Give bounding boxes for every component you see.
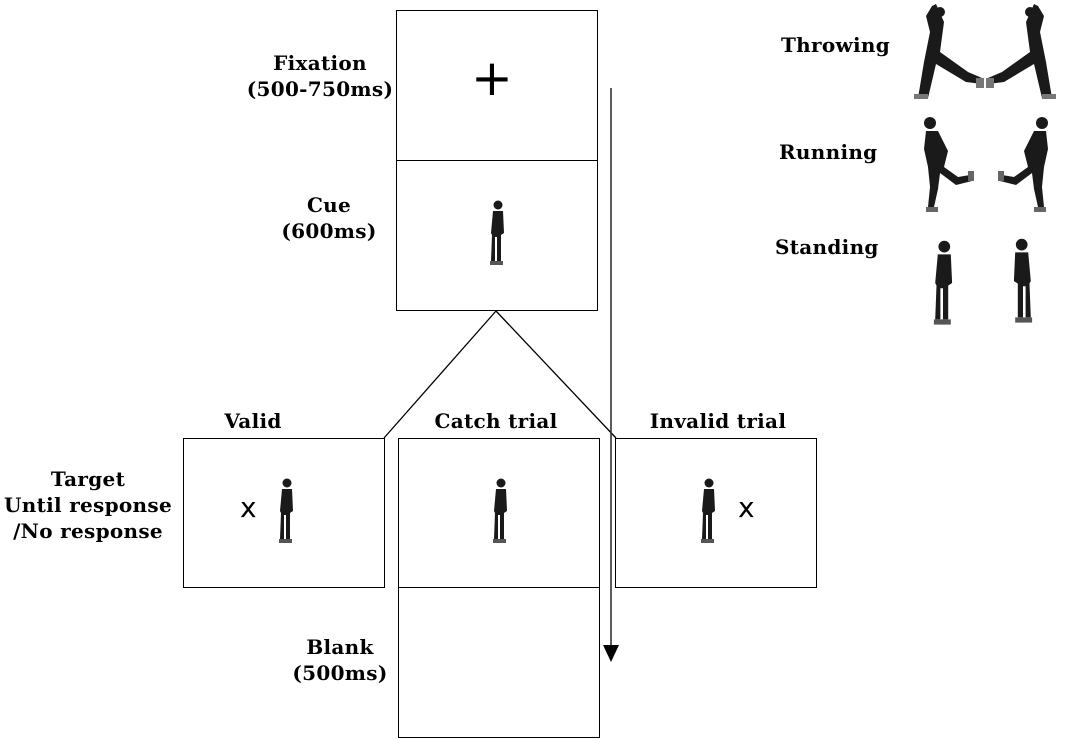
fixation-cross: + — [471, 49, 513, 107]
standing-person-icon — [701, 478, 715, 543]
standing-person-icon — [490, 200, 504, 265]
invalid-trial-label: Invalid trial — [649, 409, 787, 433]
standing-person-icon — [493, 478, 507, 543]
legend-running-label: Running — [779, 140, 878, 164]
valid-frame: x — [183, 438, 385, 588]
legend-throwing-label: Throwing — [781, 33, 891, 57]
cue-label: Cue (600ms) — [281, 193, 377, 243]
target-label: Target Until response /No response — [4, 467, 172, 543]
catch-trial-frame — [398, 438, 600, 588]
branch-line-valid — [383, 310, 497, 439]
fixation-label: Fixation (500-750ms) — [246, 51, 394, 101]
target-x-invalid: x — [738, 491, 755, 524]
cue-frame — [396, 160, 598, 311]
target-x-valid: x — [240, 491, 257, 524]
legend-standing-label: Standing — [775, 235, 879, 259]
throwing-person-icon — [986, 4, 1056, 99]
blank-frame — [398, 587, 600, 738]
standing-person-icon — [1013, 238, 1033, 323]
valid-label: Valid — [224, 409, 282, 433]
running-person-icon — [998, 117, 1048, 212]
catch-trial-label: Catch trial — [434, 409, 558, 433]
standing-person-icon — [279, 478, 293, 543]
throwing-person-icon — [914, 4, 984, 99]
standing-person-icon — [933, 240, 953, 325]
fixation-frame: + — [396, 10, 598, 161]
time-arrow-icon — [603, 88, 619, 662]
running-person-icon — [924, 117, 974, 212]
blank-label: Blank (500ms) — [292, 635, 388, 685]
branch-line-invalid — [495, 310, 617, 439]
invalid-trial-frame: x — [615, 438, 817, 588]
